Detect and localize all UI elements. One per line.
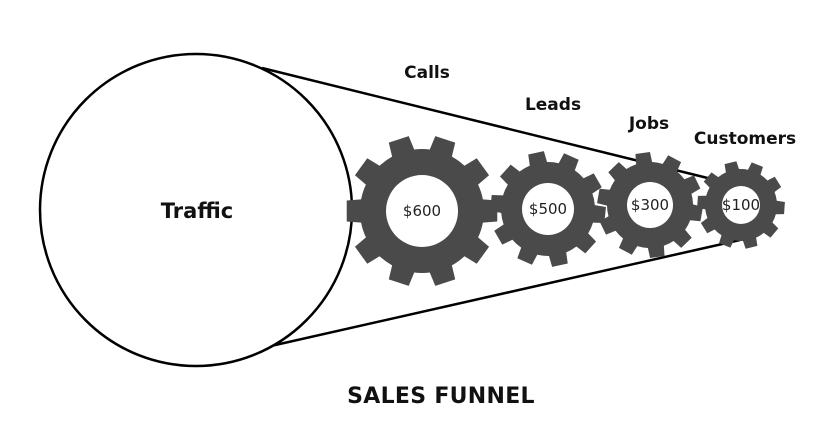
stage-label-leads: Leads	[525, 95, 581, 115]
stage-label-calls: Calls	[404, 63, 450, 83]
gear-hole	[386, 175, 458, 247]
gear-500: $500	[490, 151, 606, 267]
gear-300: $300	[597, 152, 703, 258]
diagram-title: SALES FUNNEL	[347, 384, 535, 409]
gear-hole	[722, 186, 760, 224]
stage-label-jobs: Jobs	[628, 114, 669, 134]
stage-label-customers: Customers	[694, 129, 796, 149]
gear-amount: $300	[631, 196, 669, 214]
gear-600: $600	[346, 136, 498, 286]
gear-amount: $600	[403, 202, 441, 220]
gear-amount: $500	[529, 200, 567, 218]
gear-hole	[627, 182, 673, 228]
funnel-bottom-edge	[261, 238, 741, 350]
gear-hole	[522, 183, 574, 235]
gear-100: $100	[697, 161, 785, 249]
traffic-label: Traffic	[161, 199, 233, 223]
gears-group: $600 $500 $300 $100	[346, 136, 785, 286]
gear-amount: $100	[722, 196, 760, 214]
